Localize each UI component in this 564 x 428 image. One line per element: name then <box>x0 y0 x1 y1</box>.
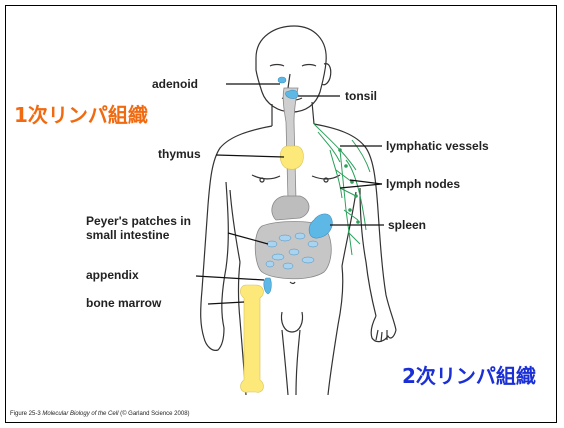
label-tonsil: tonsil <box>345 89 377 103</box>
airway-tube <box>283 88 298 200</box>
caption-prefix: Figure 25-3 <box>10 411 42 417</box>
heading-secondary-lymphoid-tissue: 2次リンパ組織 <box>402 364 536 388</box>
heading-primary-lymphoid-tissue: 1次リンパ組織 <box>14 103 148 127</box>
caption-suffix: (© Garland Science 2008) <box>118 411 189 417</box>
label-bone-marrow: bone marrow <box>86 296 161 310</box>
label-adenoid: adenoid <box>152 77 198 91</box>
caption-title: Molecular Biology of the Cell <box>42 411 118 417</box>
figure-caption: Figure 25-3 Molecular Biology of the Cel… <box>10 411 190 417</box>
label-lymphatic-vessels: lymphatic vessels <box>386 139 489 153</box>
label-spleen: spleen <box>388 218 426 232</box>
thymus-shape <box>280 146 303 169</box>
bone-marrow-shape <box>240 285 263 392</box>
label-peyers-patches-line2: small intestine <box>86 228 169 242</box>
appendix-shape <box>264 278 271 294</box>
adenoid-shape <box>278 77 286 83</box>
label-peyers-patches-line1: Peyer's patches in <box>86 214 191 228</box>
label-appendix: appendix <box>86 268 139 282</box>
tonsil-shape <box>286 90 298 99</box>
label-thymus: thymus <box>158 147 201 161</box>
label-lymph-nodes: lymph nodes <box>386 177 460 191</box>
stomach-shape <box>272 196 309 220</box>
